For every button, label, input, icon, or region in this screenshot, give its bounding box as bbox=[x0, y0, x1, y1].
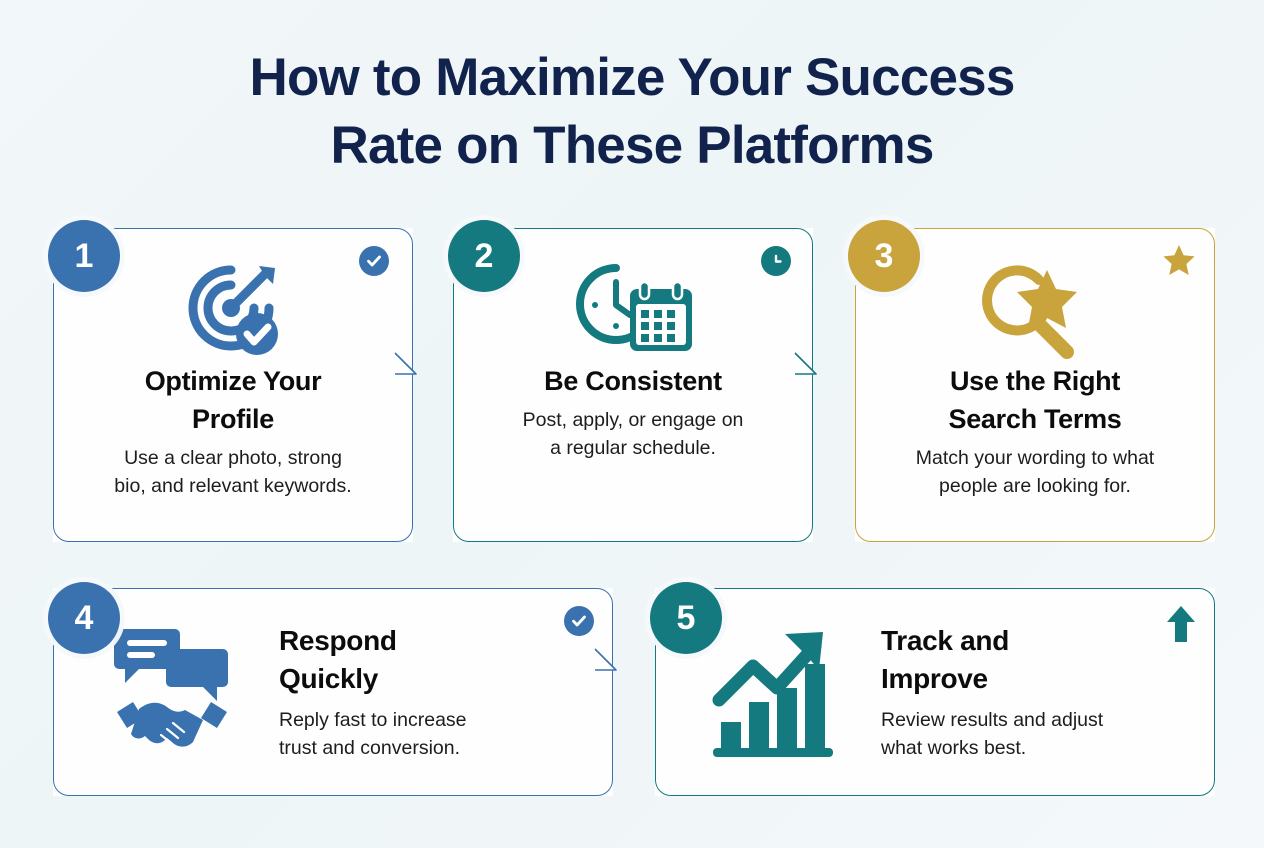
step-number-1: 1 bbox=[74, 237, 94, 275]
step-card-4-frame bbox=[53, 588, 613, 796]
growth-chart-arrow-icon bbox=[711, 622, 837, 762]
step-card-4-body: Respond Quickly Reply fast to increase t… bbox=[53, 588, 613, 796]
step-card-4-title: Respond Quickly bbox=[279, 625, 397, 694]
step-card-4[interactable]: Respond Quickly Reply fast to increase t… bbox=[53, 588, 613, 796]
step-card-2[interactable]: Be Consistent Post, apply, or engage on … bbox=[453, 228, 813, 542]
page-title: How to Maximize Your Success Rate on The… bbox=[0, 44, 1264, 180]
step-card-1-frame bbox=[53, 228, 413, 542]
step-card-2-text: Be Consistent Post, apply, or engage on … bbox=[479, 362, 787, 462]
check-circle-icon bbox=[564, 606, 594, 636]
step-number-badge-4: 4 bbox=[48, 582, 120, 654]
step-card-2-frame bbox=[453, 228, 813, 542]
clock-calendar-icon bbox=[570, 258, 696, 362]
step-card-2-body: Be Consistent Post, apply, or engage on … bbox=[453, 228, 813, 542]
step-card-5-description: Review results and adjust what works bes… bbox=[881, 709, 1104, 759]
star-icon bbox=[1163, 245, 1195, 275]
star-icon-card-3 bbox=[1162, 244, 1196, 277]
arrow-up-icon bbox=[1167, 606, 1195, 642]
clock-circle-icon bbox=[761, 246, 791, 276]
check-circle-icon bbox=[359, 246, 389, 276]
step-card-1-description: Use a clear photo, strong bio, and relev… bbox=[114, 447, 352, 497]
step-card-5-frame bbox=[655, 588, 1215, 796]
clock-circle-icon-card-2 bbox=[761, 246, 791, 276]
step-card-3-title: Use the Right Search Terms bbox=[948, 366, 1122, 434]
step-card-3[interactable]: Use the Right Search Terms Match your wo… bbox=[855, 228, 1215, 542]
step-number-badge-5: 5 bbox=[650, 582, 722, 654]
step-number-badge-1: 1 bbox=[48, 220, 120, 292]
step-card-4-description: Reply fast to increase trust and convers… bbox=[279, 709, 467, 759]
check-circle-icon-card-1 bbox=[359, 246, 389, 276]
page-title-line-1: How to Maximize Your Success bbox=[249, 48, 1016, 107]
step-number-badge-3: 3 bbox=[848, 220, 920, 292]
step-number-2: 2 bbox=[474, 237, 494, 275]
step-card-5-body: Track and Improve Review results and adj… bbox=[655, 588, 1215, 796]
step-number-5: 5 bbox=[676, 599, 696, 637]
step-card-2-title: Be Consistent bbox=[544, 366, 722, 396]
check-circle-icon-card-4 bbox=[564, 606, 594, 636]
step-number-badge-2: 2 bbox=[448, 220, 520, 292]
step-card-5-text: Track and Improve Review results and adj… bbox=[881, 622, 1191, 762]
step-card-3-body: Use the Right Search Terms Match your wo… bbox=[855, 228, 1215, 542]
step-card-1-title: Optimize Your Profile bbox=[144, 366, 322, 434]
page-title-line-2: Rate on These Platforms bbox=[330, 116, 934, 175]
step-card-1-body: Optimize Your Profile Use a clear photo,… bbox=[53, 228, 413, 542]
chat-handshake-icon bbox=[109, 617, 235, 767]
step-card-4-text: Respond Quickly Reply fast to increase t… bbox=[279, 622, 589, 762]
step-card-5-title: Track and Improve bbox=[881, 625, 1010, 694]
step-card-3-description: Match your wording to what people are lo… bbox=[915, 447, 1155, 497]
step-card-3-text: Use the Right Search Terms Match your wo… bbox=[881, 362, 1189, 500]
step-card-1-text: Optimize Your Profile Use a clear photo,… bbox=[79, 362, 387, 500]
step-card-2-description: Post, apply, or engage on a regular sche… bbox=[522, 409, 744, 459]
arrow-up-icon-card-5 bbox=[1166, 604, 1196, 644]
step-card-5[interactable]: Track and Improve Review results and adj… bbox=[655, 588, 1215, 796]
magnifier-star-icon bbox=[977, 258, 1093, 362]
target-arrow-check-icon bbox=[181, 258, 285, 362]
step-card-1[interactable]: Optimize Your Profile Use a clear photo,… bbox=[53, 228, 413, 542]
step-number-4: 4 bbox=[74, 599, 94, 637]
step-number-3: 3 bbox=[874, 237, 894, 275]
